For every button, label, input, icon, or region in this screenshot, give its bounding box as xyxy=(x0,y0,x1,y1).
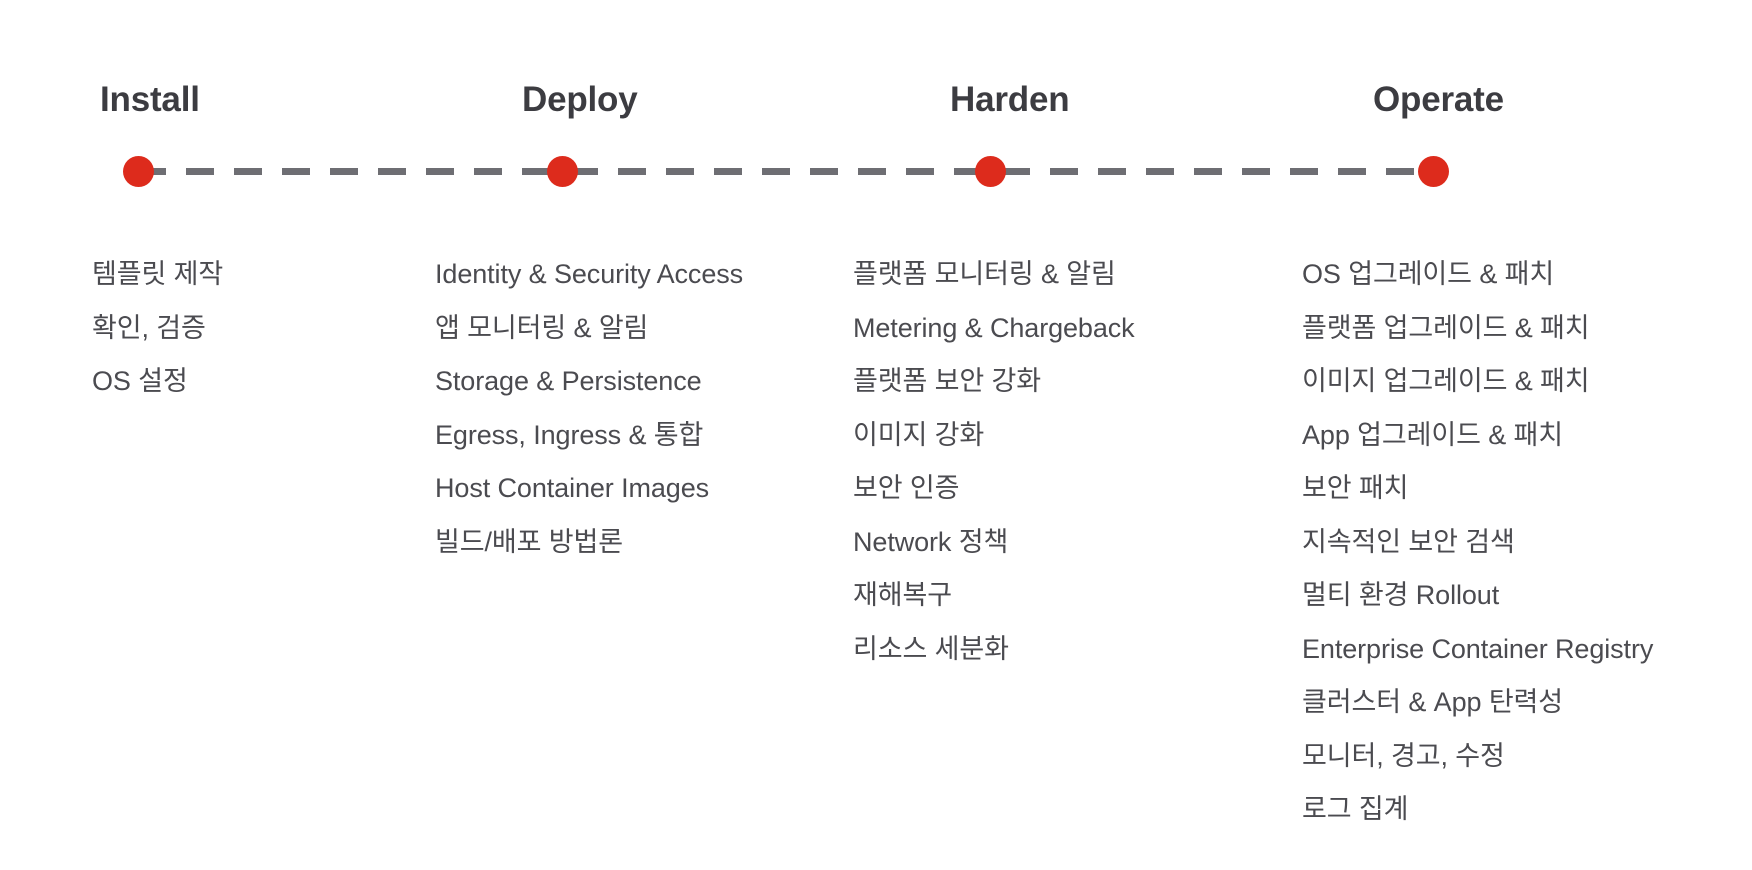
timeline-dashed-line xyxy=(138,168,1448,175)
list-item: 템플릿 제작 xyxy=(92,259,224,289)
stage-heading-deploy: Deploy xyxy=(522,80,638,119)
list-item: 빌드/배포 방법론 xyxy=(435,526,623,557)
list-item: 멀티 환경 Rollout xyxy=(1302,580,1500,610)
list-item: App 업그레이드 & 패치 xyxy=(1302,419,1564,450)
list-item: 리소스 세분화 xyxy=(853,633,1009,664)
list-item: 보안 인증 xyxy=(853,473,960,503)
list-item: 플랫폼 보안 강화 xyxy=(853,366,1041,396)
stage-list-harden: 플랫폼 모니터링 & 알림 Metering & Chargeback 플랫폼 보안… xyxy=(853,248,1135,676)
list-item: Identity & Security Access xyxy=(435,259,744,289)
list-item: Storage & Persistence xyxy=(435,366,702,396)
stage-heading-operate: Operate xyxy=(1373,80,1504,119)
list-item: 지속적인 보안 검색 xyxy=(1302,526,1515,557)
stage-heading-install: Install xyxy=(100,80,200,119)
milestone-dot-operate xyxy=(1418,156,1449,187)
list-item: 이미지 업그레이드 & 패치 xyxy=(1302,366,1590,396)
stage-list-deploy: Identity & Security Access 앱 모니터링 & 알림 Sto… xyxy=(435,248,743,569)
list-item: Network 정책 xyxy=(853,526,1009,557)
list-item: Host Container Images xyxy=(435,473,710,503)
stage-heading-harden: Harden xyxy=(950,80,1070,119)
list-item: 보안 패치 xyxy=(1302,473,1409,503)
milestone-dot-deploy xyxy=(547,156,578,187)
milestone-dot-harden xyxy=(975,156,1006,187)
list-item: 확인, 검증 xyxy=(92,312,206,343)
list-item: OS 설정 xyxy=(92,366,188,396)
list-item: 앱 모니터링 & 알림 xyxy=(435,312,649,343)
list-item: Enterprise Container Registry xyxy=(1302,633,1654,664)
list-item: 플랫폼 업그레이드 & 패치 xyxy=(1302,312,1590,343)
list-item: 로그 집계 xyxy=(1302,794,1409,824)
list-item: 플랫폼 모니터링 & 알림 xyxy=(853,259,1116,289)
list-item: OS 업그레이드 & 패치 xyxy=(1302,259,1555,289)
list-item: 모니터, 경고, 수정 xyxy=(1302,740,1505,771)
list-item: 재해복구 xyxy=(853,580,952,610)
list-item: 클러스터 & App 탄력성 xyxy=(1302,687,1564,717)
milestone-dot-install xyxy=(123,156,154,187)
list-item: Metering & Chargeback xyxy=(853,312,1135,343)
list-item: 이미지 강화 xyxy=(853,419,985,450)
list-item: Egress, Ingress & 통합 xyxy=(435,419,704,450)
